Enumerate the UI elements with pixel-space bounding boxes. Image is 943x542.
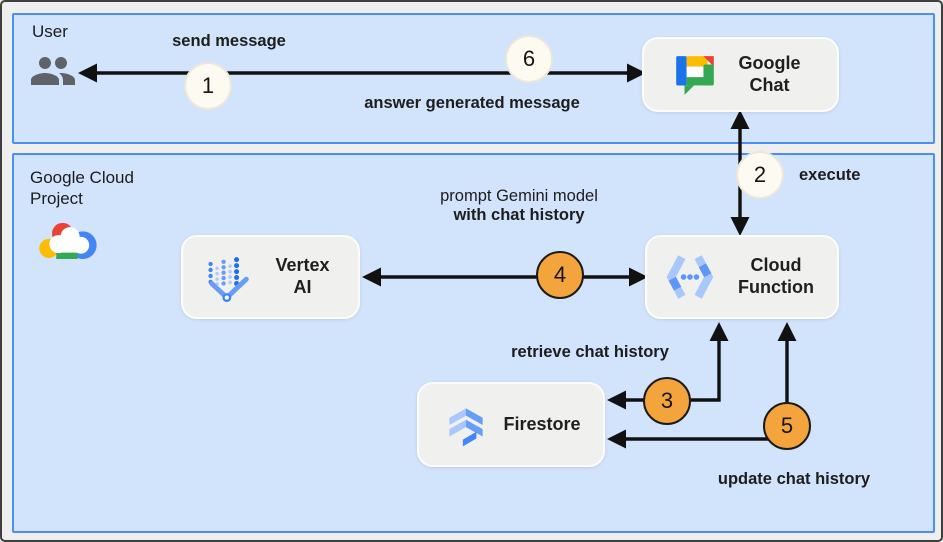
arrow-vertex-function	[362, 267, 648, 287]
prompt-gemini-label: prompt Gemini model with chat history	[440, 187, 598, 225]
user-zone-label: User	[32, 22, 68, 41]
step-6-badge: 6	[505, 35, 553, 83]
send-message-label: send message	[172, 32, 286, 50]
group-people-icon	[31, 57, 75, 85]
update-history-label: update chat history	[717, 470, 871, 488]
prompt-gemini-label-line2: with chat history	[453, 206, 585, 224]
step-2-badge: 2	[736, 151, 784, 199]
google-chat-icon	[675, 55, 714, 95]
cloud-function-icon	[666, 255, 714, 299]
step-5-badge: 5	[763, 402, 811, 450]
node-cloud-function: Cloud Function	[645, 235, 839, 319]
firestore-icon	[449, 407, 484, 446]
execute-label: execute	[799, 166, 861, 184]
gcp-zone	[12, 153, 935, 533]
vertex-ai-icon	[207, 257, 249, 303]
retrieve-history-label: retrieve chat history	[511, 343, 669, 361]
firestore-label: Firestore	[503, 413, 581, 434]
cloud-function-label: Cloud Function	[738, 255, 814, 297]
node-google-chat: Google Chat	[642, 37, 839, 112]
gcp-zone-label: Google Cloud Project	[30, 168, 134, 209]
google-chat-label: Google Chat	[738, 52, 801, 95]
prompt-gemini-label-line1: prompt Gemini model	[440, 187, 598, 205]
answer-message-label: answer generated message	[364, 94, 580, 112]
node-firestore: Firestore	[417, 382, 605, 467]
node-vertex-ai: Vertex AI	[181, 235, 360, 319]
arrow-user-chat	[78, 63, 646, 83]
vertex-ai-label: Vertex AI	[275, 255, 330, 297]
step-3-badge: 3	[643, 377, 691, 425]
step-4-badge: 4	[536, 251, 584, 299]
step-1-badge: 1	[184, 62, 232, 110]
google-cloud-logo-icon	[39, 222, 97, 259]
